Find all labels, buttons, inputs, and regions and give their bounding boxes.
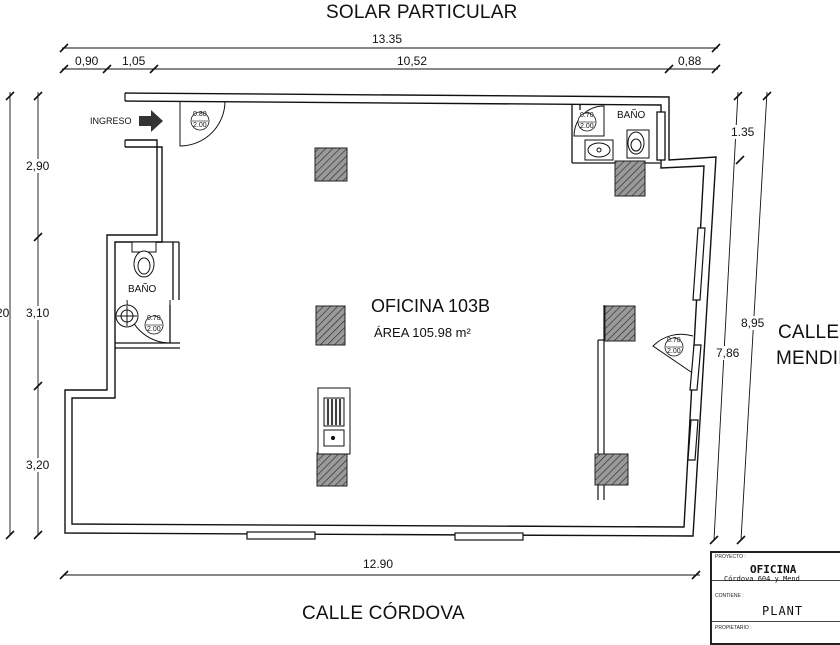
door-tag-bath-right-height: 2.00 — [580, 123, 594, 130]
door-tag-bath-right-width: 0.70 — [580, 112, 594, 119]
room-name: OFICINA 103B — [371, 296, 491, 316]
street-label-right-line1: CALLE — [778, 322, 840, 343]
street-label-right-line2: MENDIE — [776, 348, 840, 369]
dimension-right-a: 1.35 — [731, 125, 755, 139]
entrance-arrow-icon — [139, 110, 163, 132]
dimension-right-b: 7,86 — [716, 346, 740, 360]
column — [316, 452, 348, 487]
fixtures — [115, 129, 650, 328]
door-swing-entry — [179, 100, 226, 147]
dimension-left-c: 3,20 — [26, 458, 50, 472]
sink-left — [115, 304, 139, 328]
dimension-top-a: 0,90 — [75, 54, 99, 68]
door-tag-entry-height: 2.00 — [193, 122, 207, 129]
dimension-top-c: 10,52 — [397, 54, 428, 68]
title-block-sheet: PLANT — [762, 604, 804, 618]
outer-wall-outer-line — [64, 92, 717, 537]
title-block: PROYECTO : OFICINA Córdova 604 y Mend CO… — [710, 551, 840, 645]
dimension-ticks — [5, 43, 772, 580]
column — [594, 453, 629, 486]
sink-right — [584, 139, 614, 161]
windows — [246, 227, 706, 541]
door-swing-side — [652, 333, 694, 373]
window — [689, 344, 702, 391]
title-block-extra-label: PROPIETARIO : — [715, 625, 752, 631]
bathroom-label-left: BAÑO — [128, 284, 157, 295]
street-label-bottom: CALLE CÓRDOVA — [302, 603, 465, 624]
kitchenette — [317, 387, 351, 455]
door-tag-bath-left-width: 0.70 — [147, 315, 161, 322]
dimension-right-total: 8,95 — [741, 316, 765, 330]
dimension-top-b: 1,05 — [122, 54, 146, 68]
door-tag-entry-width: 0.80 — [193, 111, 207, 118]
street-label-top: SOLAR PARTICULAR — [326, 2, 518, 23]
room-area: ÁREA 105.98 m² — [374, 325, 471, 340]
window — [687, 419, 699, 461]
dimension-lines — [9, 47, 768, 576]
door-tag-bath-left-height: 2.00 — [147, 326, 161, 333]
column — [614, 160, 646, 197]
dimension-left-b: 3,10 — [26, 306, 50, 320]
column — [314, 147, 348, 182]
door-tag-side-width: 0.70 — [667, 337, 681, 344]
dimension-bottom-total: 12.90 — [363, 557, 394, 571]
window — [692, 227, 706, 301]
column — [604, 305, 636, 342]
columns — [314, 147, 646, 487]
floor-plan-drawing — [5, 43, 772, 580]
toilet-left — [131, 241, 157, 278]
dimension-top-total: 13.35 — [372, 32, 403, 46]
entrance-label: INGRESO — [90, 116, 132, 126]
title-block-project-label: PROYECTO : — [715, 554, 746, 560]
bathroom-label-right: BAÑO — [617, 110, 646, 121]
dimension-top-d: 0,88 — [678, 54, 702, 68]
column — [315, 305, 346, 346]
dimension-left-a: 2,90 — [26, 159, 50, 173]
door-tag-lines — [146, 120, 682, 348]
title-block-contents-label: CONTIENE : — [715, 593, 744, 599]
window — [246, 531, 316, 540]
dimension-left-total: 9,20 — [0, 306, 10, 320]
door-tag-side-height: 2.00 — [667, 348, 681, 355]
toilet-right — [626, 129, 650, 159]
title-block-title: OFICINA — [750, 563, 797, 576]
title-block-address: Córdova 604 y Mend — [724, 575, 800, 583]
window — [454, 532, 524, 541]
